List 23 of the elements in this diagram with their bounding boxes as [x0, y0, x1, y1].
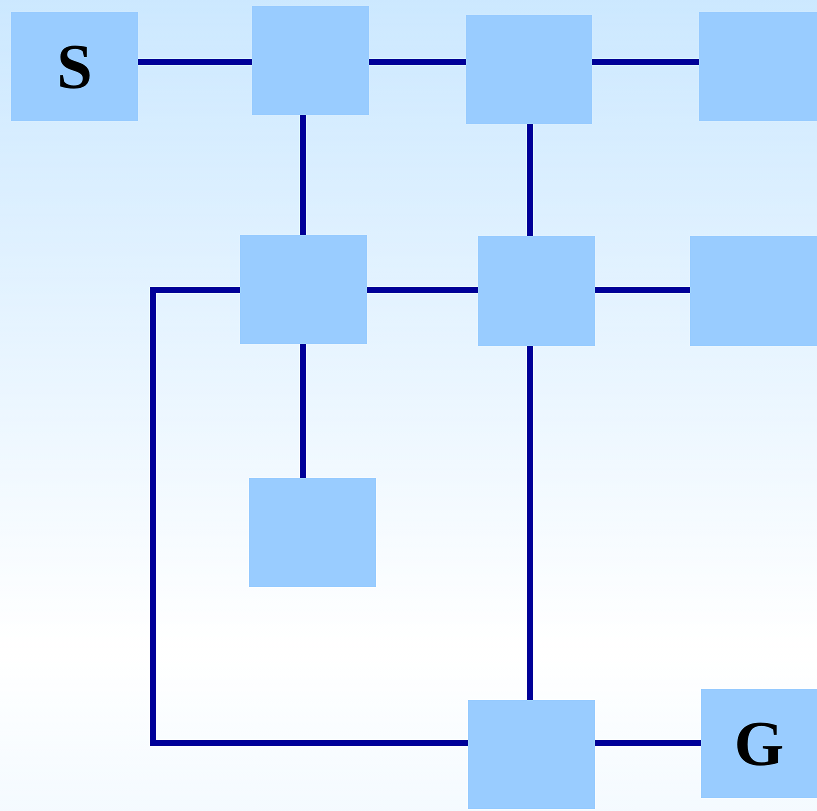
state-box	[701, 689, 817, 798]
state-box	[252, 6, 369, 115]
state-box	[468, 700, 595, 809]
state-letter: G	[734, 706, 784, 780]
state-letter: S	[56, 30, 92, 104]
connector-line	[595, 287, 690, 293]
connector-line	[527, 124, 533, 236]
connector-line	[369, 59, 466, 65]
state-box	[466, 15, 592, 124]
connector-line	[592, 59, 699, 65]
connector-line	[138, 59, 252, 65]
state-box	[699, 12, 817, 121]
connector-line	[300, 115, 306, 235]
connector-line	[595, 740, 701, 746]
state-box	[478, 236, 595, 346]
connector-line	[300, 344, 306, 478]
state-box	[11, 12, 138, 121]
state-box	[249, 478, 376, 587]
connector-line	[367, 287, 478, 293]
connector-line	[527, 346, 533, 700]
state-box	[690, 236, 817, 346]
connector-line	[150, 287, 468, 746]
state-box	[240, 235, 367, 344]
